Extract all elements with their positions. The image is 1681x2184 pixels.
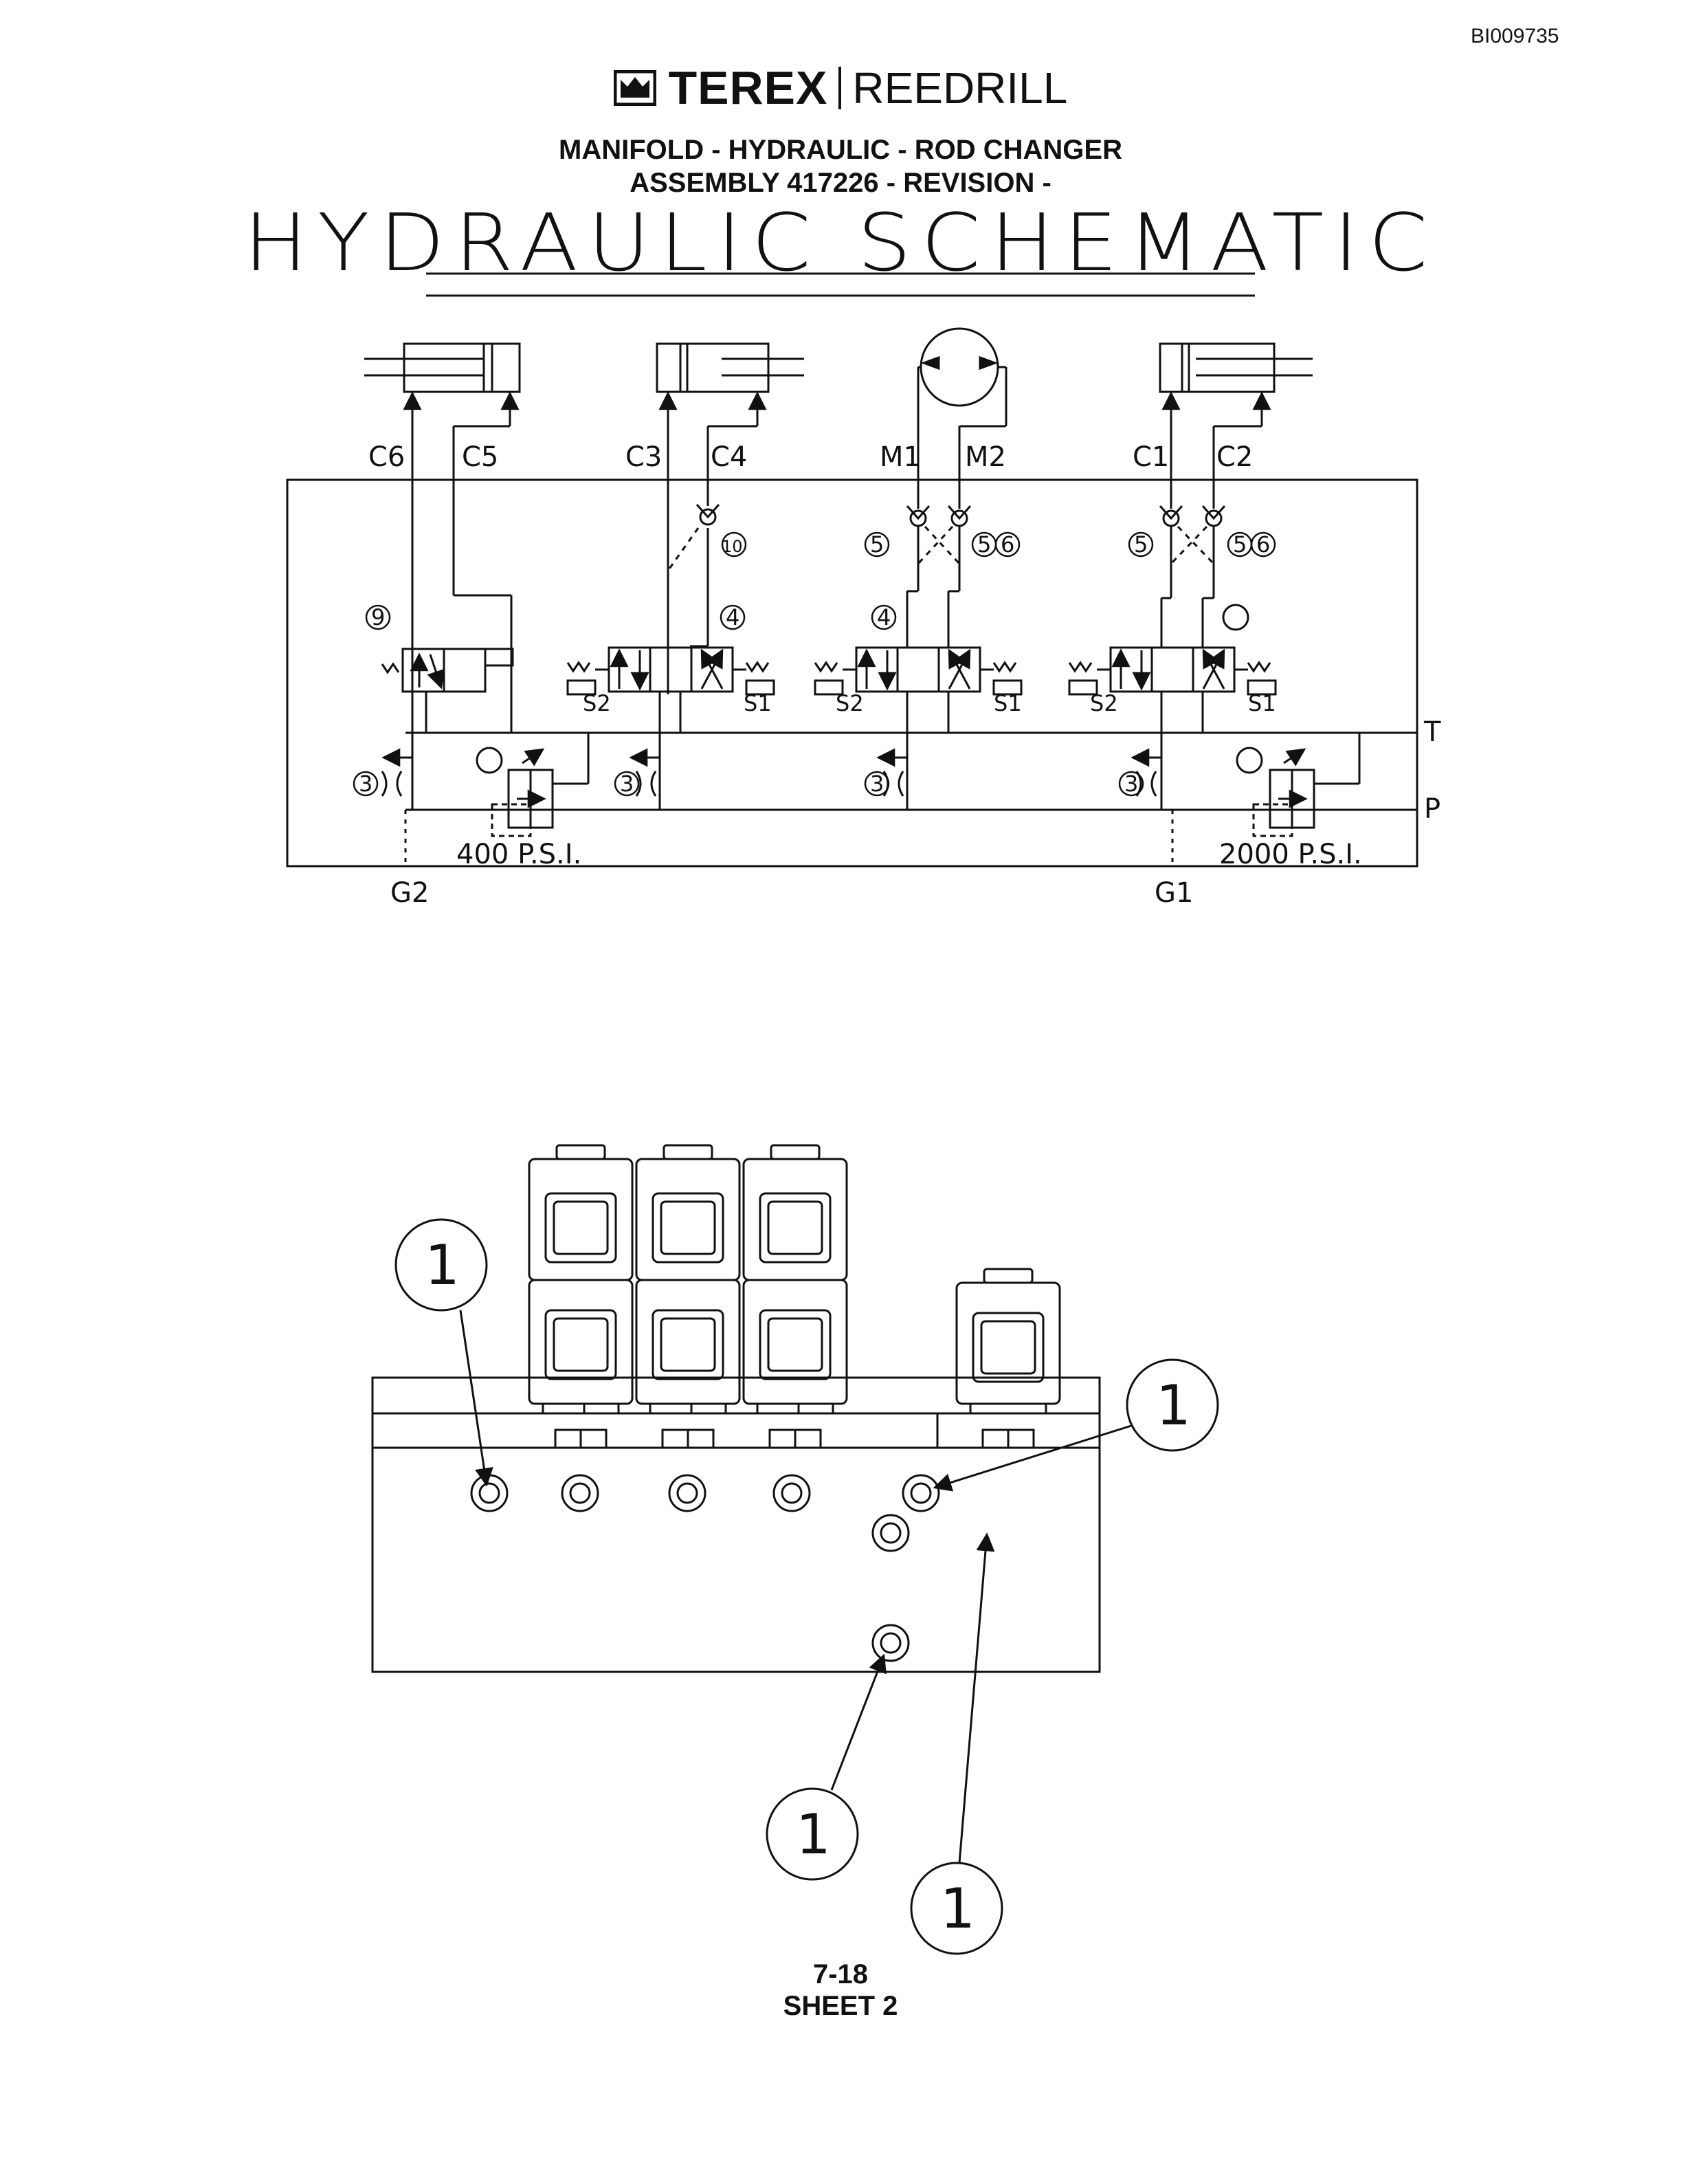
solenoid-label-s1-b: S1: [994, 690, 1022, 716]
schematic-labels: C6 C5 C3 C4 M1 M2 C1 C2 T P G2 G1 400 P.…: [353, 441, 1441, 909]
item-number-10: 10: [722, 537, 743, 556]
check-valve-c1: [1159, 505, 1183, 527]
item-number-4-a: 4: [726, 604, 739, 630]
brand-header: TEREX REEDRILL: [0, 60, 1681, 115]
item-number-4-b: 4: [877, 604, 891, 630]
header-line-2: ASSEMBLY 417226 - REVISION -: [630, 168, 1051, 198]
item-number-3-b: 3: [620, 771, 634, 797]
solenoid-label-s2-a: S2: [583, 690, 611, 716]
port-label-m2: M2: [965, 441, 1006, 473]
manifold-assembly-drawing: [371, 1144, 1219, 1955]
relief-setting-2000: 2000 P.S.I.: [1219, 839, 1362, 870]
brand-name-bold: TEREX: [668, 62, 828, 114]
gauge-label-g2: G2: [390, 877, 429, 909]
solenoid-label-s2-c: S2: [1090, 690, 1118, 716]
gauge-label-g1: G1: [1155, 877, 1193, 909]
relief-setting-400: 400 P.S.I.: [456, 839, 581, 870]
plug-circle-left: [476, 747, 503, 774]
check-valve-10: [695, 503, 720, 526]
item-number-6-a: 6: [1001, 531, 1014, 558]
check-valve-c2: [1201, 505, 1226, 527]
manifold-body: [371, 1376, 1101, 1673]
port-label-c5: C5: [462, 441, 498, 473]
item-number-3-d: 3: [1124, 771, 1138, 797]
document-id: BI009735: [1471, 25, 1559, 47]
item-number-3-a: 3: [359, 771, 372, 797]
title-underline: [426, 272, 1255, 297]
cylinder-c1-c2: [1159, 342, 1313, 509]
brand-name-regular: REEDRILL: [852, 63, 1068, 113]
item-number-5-c: 5: [1134, 531, 1148, 558]
hydraulic-schematic: [286, 327, 1418, 868]
port-label-c4: C4: [711, 441, 747, 473]
relief-valve-400: [491, 733, 590, 837]
check-valve-m2: [947, 505, 972, 527]
page-number: 7-18: [812, 1959, 869, 1989]
port-plugs: [470, 1474, 940, 1662]
valve-4way-c1-c2: [1069, 648, 1276, 694]
cylinder-c3-c4: [656, 342, 804, 694]
callout-balloon-1-b: [1126, 1358, 1219, 1452]
brand-separator: [838, 67, 842, 109]
callout-balloon-1-c: [766, 1787, 859, 1881]
callout-1-c: 1: [796, 1802, 831, 1866]
check-valve-m1: [906, 505, 931, 527]
valve-nuts: [542, 1402, 1047, 1449]
item-number-3-c: 3: [870, 771, 884, 797]
solenoid-label-s1-a: S1: [744, 690, 772, 716]
relief-valve-2000: [1252, 733, 1361, 837]
callout-1-b: 1: [1156, 1374, 1191, 1437]
valve-4way-c3-c4: [568, 648, 774, 694]
valve-4way-motor: [815, 648, 1021, 694]
port-label-c2: C2: [1216, 441, 1253, 473]
callout-1-a: 1: [425, 1233, 460, 1297]
terex-logo-icon: [613, 70, 656, 106]
callout-1-d: 1: [940, 1877, 975, 1941]
item-number-9: 9: [371, 604, 385, 630]
solenoid-label-s1-c: S1: [1248, 690, 1276, 716]
item-number-5-d: 5: [1233, 531, 1247, 558]
port-label-c3: C3: [625, 441, 662, 473]
item-number-5-b: 5: [977, 531, 991, 558]
valve-3way-9: [381, 648, 514, 810]
item-number-5-a: 5: [870, 531, 884, 558]
solenoid-label-s2-b: S2: [836, 690, 864, 716]
assembly-callouts: 1 1 1 1: [425, 1233, 1191, 1941]
cylinder-c6-c5: [364, 342, 521, 810]
orifice-3-left: [381, 770, 403, 797]
item-number-6-b: 6: [1256, 531, 1270, 558]
port-label-m1: M1: [880, 441, 921, 473]
callout-balloon-1-d: [910, 1862, 1003, 1955]
hydraulic-motor: [917, 327, 1008, 509]
port-label-c1: C1: [1133, 441, 1169, 473]
plug-circle-upper: [1222, 604, 1249, 631]
manifold-outline: [286, 478, 1418, 868]
solenoid-stack: [528, 1144, 1061, 1405]
port-label-c6: C6: [368, 441, 405, 473]
callout-balloon-1-a: [394, 1218, 488, 1312]
sheet-number: SHEET 2: [783, 1991, 898, 2021]
plug-circle-right: [1236, 747, 1263, 774]
orifice-3-motor: [882, 770, 904, 797]
pressure-rail-label: P: [1424, 793, 1440, 825]
header-line-1: MANIFOLD - HYDRAULIC - ROD CHANGER: [559, 135, 1122, 165]
tank-rail-label: T: [1423, 716, 1441, 748]
